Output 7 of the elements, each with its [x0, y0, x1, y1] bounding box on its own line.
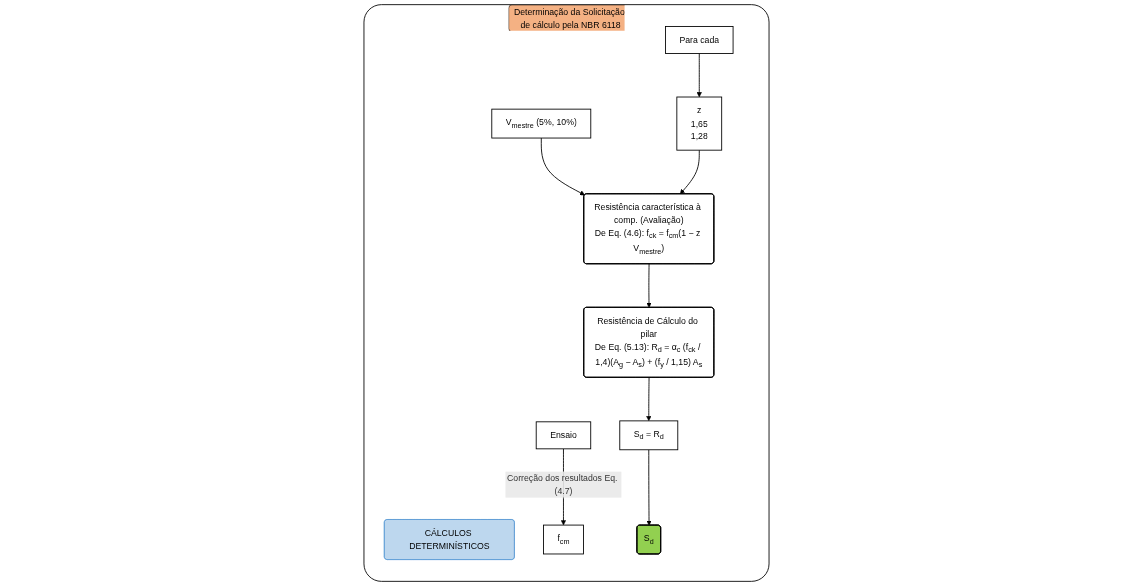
node-box: f$_{cm}$	[543, 524, 584, 555]
edge-label: Correção dos resultados Eq. (4.7)	[507, 472, 618, 496]
node-box: V$_{mestre}$ (5%, 10%)	[491, 108, 592, 139]
node-box: z 1,65 1,28	[676, 96, 723, 151]
node-box: Para cada	[665, 26, 734, 54]
node-box: S$_{d}$ = R$_{d}$	[619, 420, 679, 451]
node-box: Ensaio	[535, 421, 592, 450]
